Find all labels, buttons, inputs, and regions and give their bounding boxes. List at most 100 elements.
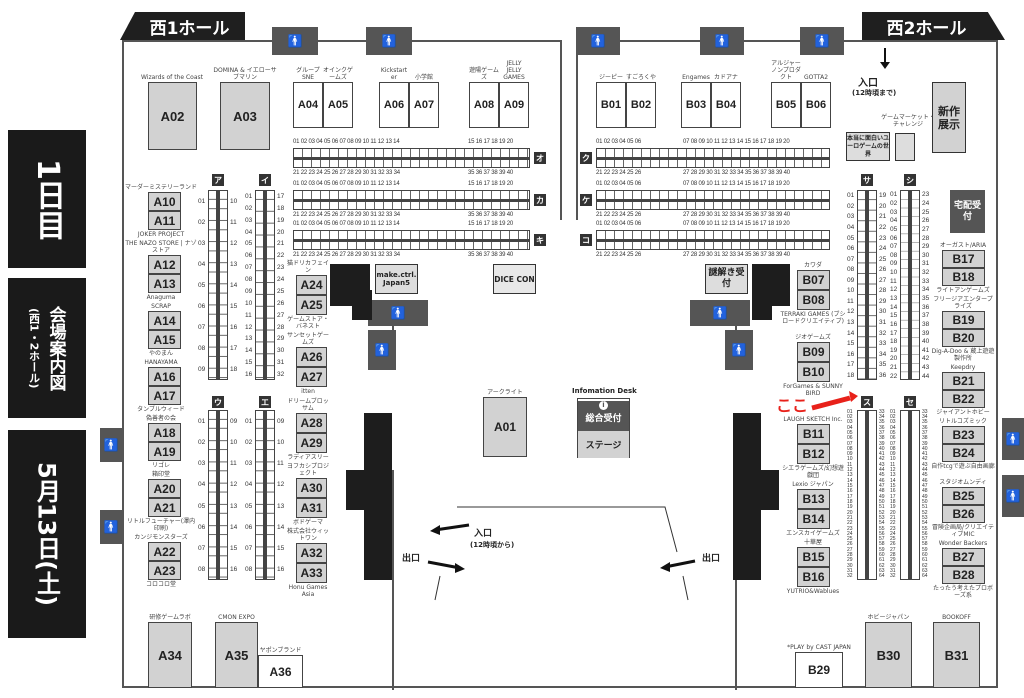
booth-b14[interactable]: B14 <box>797 509 830 529</box>
stall-row-o[interactable] <box>293 148 530 168</box>
booth-b17[interactable]: B17 <box>942 250 985 268</box>
booth-a25[interactable]: A25 <box>296 295 327 315</box>
booth-b01[interactable]: B01 <box>596 82 626 128</box>
booth-a30[interactable]: A30 <box>296 478 327 498</box>
booth-a04-exhibitor: グループSNE <box>296 67 320 81</box>
booth-a07[interactable]: A07 <box>409 82 439 128</box>
stall-number: 29 <box>879 297 887 305</box>
stall-number: 39 <box>922 440 928 447</box>
booth-a17[interactable]: A17 <box>148 386 181 405</box>
stall-column-u[interactable] <box>208 410 228 580</box>
booth-b07[interactable]: B07 <box>797 270 830 290</box>
booth-a01[interactable]: A01 <box>483 397 527 457</box>
booth-b10[interactable]: B10 <box>797 362 830 382</box>
stall-column-se[interactable] <box>900 410 920 580</box>
booth-b13[interactable]: B13 <box>797 489 830 509</box>
map-title: 会場案内図 <box>45 305 66 391</box>
booth-a34[interactable]: A34 <box>148 622 192 688</box>
booth-b02[interactable]: B02 <box>626 82 656 128</box>
booth-b20-exhibitor: Dig-A-Doo & 蔵上遊遊製作所 <box>931 348 995 362</box>
booth-b12[interactable]: B12 <box>797 444 830 464</box>
booth-b09[interactable]: B09 <box>797 342 830 362</box>
booth-b28[interactable]: B28 <box>942 566 985 584</box>
booth-b04[interactable]: B04 <box>711 82 741 128</box>
booth-b08[interactable]: B08 <box>797 290 830 310</box>
stall-column-i[interactable] <box>255 190 275 380</box>
booth-a21[interactable]: A21 <box>148 498 181 517</box>
stall-number: 17 <box>890 329 898 337</box>
booth-b03[interactable]: B03 <box>681 82 711 128</box>
stall-column-e[interactable] <box>255 410 275 580</box>
booth-a03[interactable]: A03 <box>220 82 270 150</box>
booth-a20[interactable]: A20 <box>148 479 181 498</box>
booth-a29[interactable]: A29 <box>296 433 327 453</box>
booth-a11[interactable]: A11 <box>148 211 181 230</box>
info-desk[interactable]: i 総合受付 ステージ <box>577 398 630 458</box>
stall-number: 04 <box>890 424 896 431</box>
booth-b22[interactable]: B22 <box>942 390 985 408</box>
stall-number: 40 <box>922 338 930 346</box>
booth-a19[interactable]: A19 <box>148 442 181 461</box>
booth-b29[interactable]: B29 <box>795 652 843 688</box>
booth-b30[interactable]: B30 <box>865 622 912 688</box>
stall-column-shi[interactable] <box>900 190 920 380</box>
booth-a36[interactable]: A36 <box>258 655 303 688</box>
booth-a28[interactable]: A28 <box>296 413 327 433</box>
booth-b05[interactable]: B05 <box>771 82 801 128</box>
booth-a16[interactable]: A16 <box>148 367 181 386</box>
booth-a18[interactable]: A18 <box>148 423 181 442</box>
entrance-arrow-icon <box>884 48 886 66</box>
booth-a22[interactable]: A22 <box>148 542 181 561</box>
stall-number: 64 <box>922 573 928 580</box>
booth-a08[interactable]: A08 <box>469 82 499 128</box>
stall-number: 31 <box>277 359 285 367</box>
stall-row-ki[interactable] <box>293 230 530 250</box>
booth-a32[interactable]: A32 <box>296 543 327 563</box>
booth-b06[interactable]: B06 <box>801 82 831 128</box>
booth-a13[interactable]: A13 <box>148 274 181 293</box>
booth-b31[interactable]: B31 <box>933 622 980 688</box>
stall-column-a[interactable] <box>208 190 228 380</box>
booth-a06[interactable]: A06 <box>379 82 409 128</box>
stall-column-sa[interactable] <box>857 190 877 380</box>
booth-a35[interactable]: A35 <box>215 622 258 688</box>
booth-a02[interactable]: A02 <box>148 82 197 150</box>
booth-b21[interactable]: B21 <box>942 372 985 390</box>
booth-a24[interactable]: A24 <box>296 275 327 295</box>
stall-row-ke[interactable] <box>596 190 830 210</box>
booth-b15[interactable]: B15 <box>797 547 830 567</box>
stall-row-ko[interactable] <box>596 230 830 250</box>
booth-b11[interactable]: B11 <box>797 424 830 444</box>
booth-b16[interactable]: B16 <box>797 567 830 587</box>
booth-a23[interactable]: A23 <box>148 561 181 580</box>
booth-a27[interactable]: A27 <box>296 367 327 387</box>
booth-b23[interactable]: B23 <box>942 426 985 444</box>
booth-b27[interactable]: B27 <box>942 548 985 566</box>
stall-row-ku[interactable] <box>596 148 830 168</box>
booth-b25[interactable]: B25 <box>942 487 985 505</box>
stall-number: 29 <box>922 243 930 251</box>
booth-a14[interactable]: A14 <box>148 311 181 330</box>
booth-a15[interactable]: A15 <box>148 330 181 349</box>
booth-b26[interactable]: B26 <box>942 505 985 523</box>
stall-numbers-top: 01 02 03 04 05 06 <box>596 139 641 145</box>
booth-b18[interactable]: B18 <box>942 268 985 286</box>
booth-a31[interactable]: A31 <box>296 498 327 518</box>
booth-b19[interactable]: B19 <box>942 311 985 329</box>
booth-a33[interactable]: A33 <box>296 563 327 583</box>
booth-b24[interactable]: B24 <box>942 444 985 462</box>
booth-a10[interactable]: A10 <box>148 192 181 211</box>
stall-column-su[interactable] <box>857 410 877 580</box>
stall-row-ka[interactable] <box>293 190 530 210</box>
booth-b20[interactable]: B20 <box>942 329 985 347</box>
stall-number: 47 <box>922 483 928 490</box>
booth-a26[interactable]: A26 <box>296 347 327 367</box>
stall-number: 17 <box>277 192 285 200</box>
booth-a09[interactable]: A09 <box>499 82 529 128</box>
stall-number: 23 <box>847 525 853 532</box>
stall-number: 04 <box>198 260 206 268</box>
booth-a12[interactable]: A12 <box>148 255 181 274</box>
booth-a34-exhibitor: 研修ゲームラボ <box>149 614 191 621</box>
booth-a04[interactable]: A04 <box>293 82 323 128</box>
booth-a05[interactable]: A05 <box>323 82 353 128</box>
